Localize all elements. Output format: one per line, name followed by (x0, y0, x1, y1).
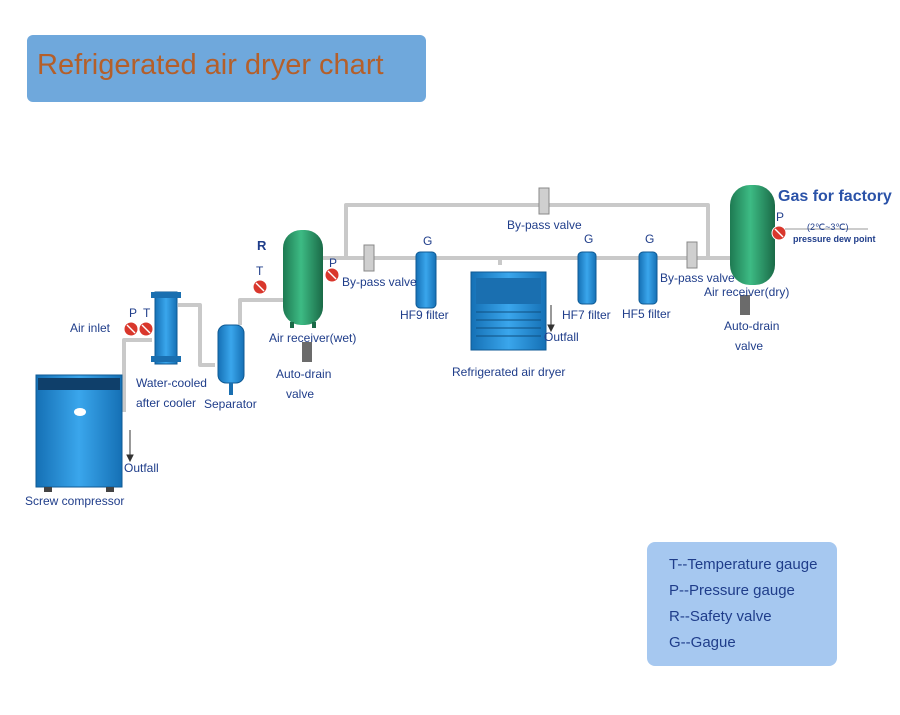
dew-range-label: (2℃~3℃) (807, 222, 849, 232)
hf7-filter-label: HF7 filter (562, 308, 611, 322)
bypass-valve-2-label: By-pass valve (660, 271, 735, 285)
bypass-valve-top-label: By-pass valve (507, 218, 582, 232)
auto-drain-1-valve-label: valve (286, 387, 315, 401)
bypass-valve-1-label: By-pass valve (342, 275, 417, 289)
p-dry-letter: P (776, 210, 785, 224)
separator-label: Separator (204, 397, 257, 411)
filters (415, 251, 658, 309)
legend-box: T--Temperature gauge P--Pressure gauge R… (647, 542, 837, 666)
r-wet-letter: R (257, 238, 267, 253)
g-hf5-letter: G (645, 232, 655, 246)
air-inlet-label: Air inlet (70, 321, 111, 335)
air-receiver-wet-label: Air receiver(wet) (269, 331, 357, 345)
page-title: Refrigerated air dryer chart (37, 49, 384, 81)
after-cooler-label: after cooler (136, 396, 197, 410)
legend-r: R--Safety valve (669, 608, 772, 625)
p-cooler-letter: P (129, 306, 138, 320)
gauge-marks (126, 228, 784, 334)
outfall-2-arrow (547, 305, 555, 333)
screw-compressor-label: Screw compressor (25, 494, 125, 508)
t-separator-letter: T (256, 264, 264, 278)
water-cooled-label: Water-cooled (136, 376, 207, 390)
p-wet-letter: P (329, 256, 338, 270)
outfall-1-arrow (126, 430, 134, 463)
g-hf7-letter: G (584, 232, 594, 246)
hf9-filter-label: HF9 filter (400, 308, 449, 322)
air-receiver-dry (730, 185, 775, 315)
title-banner: Refrigerated air dryer chart (27, 35, 426, 102)
auto-drain-2-label: Auto-drain (724, 319, 780, 333)
outfall-2-label: Outfall (544, 330, 579, 344)
legend-p: P--Pressure gauge (669, 582, 795, 599)
air-receiver-dry-label: Air receiver(dry) (704, 285, 790, 299)
refrigerated-air-dryer (470, 271, 547, 351)
legend-g: G--Gague (669, 634, 736, 651)
dew-point-label: pressure dew point (793, 234, 876, 244)
hf5-filter-label: HF5 filter (622, 307, 671, 321)
auto-drain-1-label: Auto-drain (276, 367, 332, 381)
gas-for-factory-label: Gas for factory (778, 188, 892, 205)
separator (217, 324, 245, 395)
dryer-label: Refrigerated air dryer (452, 365, 566, 379)
outfall-1-label: Outfall (124, 461, 159, 475)
bypass-valves (363, 187, 698, 272)
legend-t: T--Temperature gauge (669, 556, 818, 573)
air-receiver-wet (283, 230, 323, 362)
auto-drain-2-valve-label: valve (735, 339, 764, 353)
after-cooler (151, 291, 181, 365)
t-cooler-letter: T (143, 306, 151, 320)
screw-compressor (35, 374, 123, 492)
g-hf9-letter: G (423, 234, 433, 248)
